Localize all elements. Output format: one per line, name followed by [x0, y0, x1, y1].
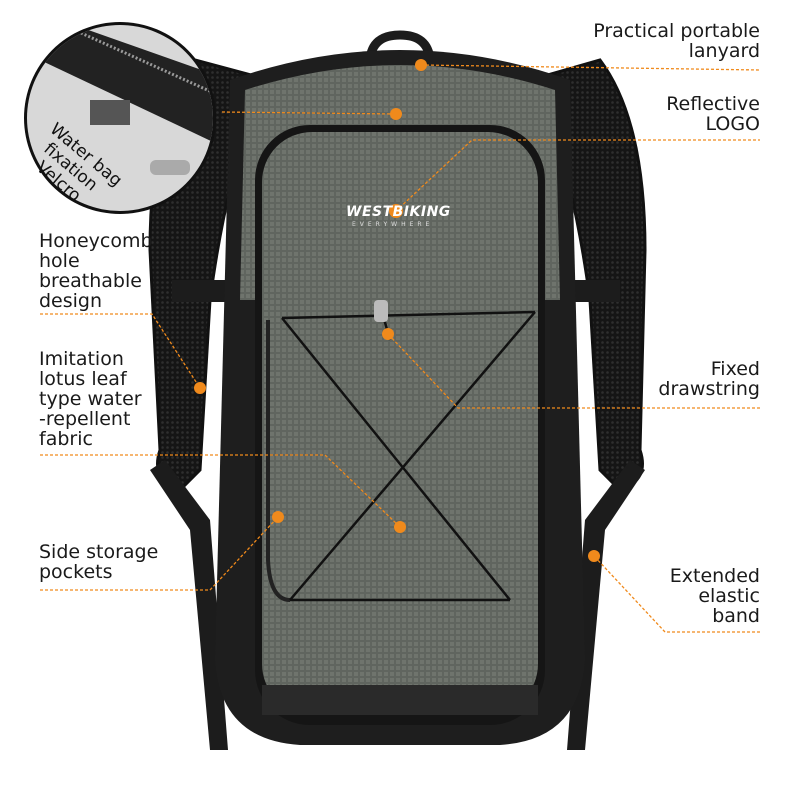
- callout-line: Reflective: [666, 93, 760, 115]
- callout-drawstring: Fixed drawstring: [658, 359, 760, 399]
- callout-lanyard: Practical portable lanyard: [593, 21, 760, 61]
- brand-logo: WESTBIKING: [346, 204, 451, 220]
- callout-line: Side storage: [39, 541, 159, 563]
- callout-line: Practical portable: [593, 20, 760, 42]
- callout-logo: Reflective LOGO: [666, 94, 760, 134]
- callout-honeycomb: Honeycomb hole breathable design: [39, 231, 153, 311]
- callout-line: Fixed: [710, 358, 760, 380]
- callout-line: hole: [39, 250, 80, 272]
- callout-line: design: [39, 290, 103, 312]
- callout-line: breathable: [39, 270, 142, 292]
- callout-elastic: Extended elastic band: [670, 566, 760, 626]
- callout-line: type water: [39, 388, 142, 410]
- callout-line: fabric: [39, 428, 93, 450]
- brand-tagline: EVERYWHERE: [352, 221, 434, 228]
- callout-line: -repellent: [39, 408, 131, 430]
- callout-line: drawstring: [658, 378, 760, 400]
- callout-line: elastic: [698, 585, 760, 607]
- callout-line: Extended: [669, 565, 760, 587]
- callout-fabric: Imitation lotus leaf type water -repelle…: [39, 349, 142, 449]
- callout-line: Imitation: [39, 348, 124, 370]
- callout-line: lanyard: [688, 40, 760, 62]
- callout-line: band: [712, 605, 760, 627]
- callout-line: LOGO: [705, 113, 760, 135]
- callout-pockets: Side storage pockets: [39, 542, 158, 582]
- callout-line: pockets: [39, 561, 113, 583]
- callout-line: lotus leaf: [39, 368, 127, 390]
- callout-dots: [194, 59, 600, 562]
- leader-lines: [40, 64, 761, 633]
- callout-line: Honeycomb: [39, 230, 153, 252]
